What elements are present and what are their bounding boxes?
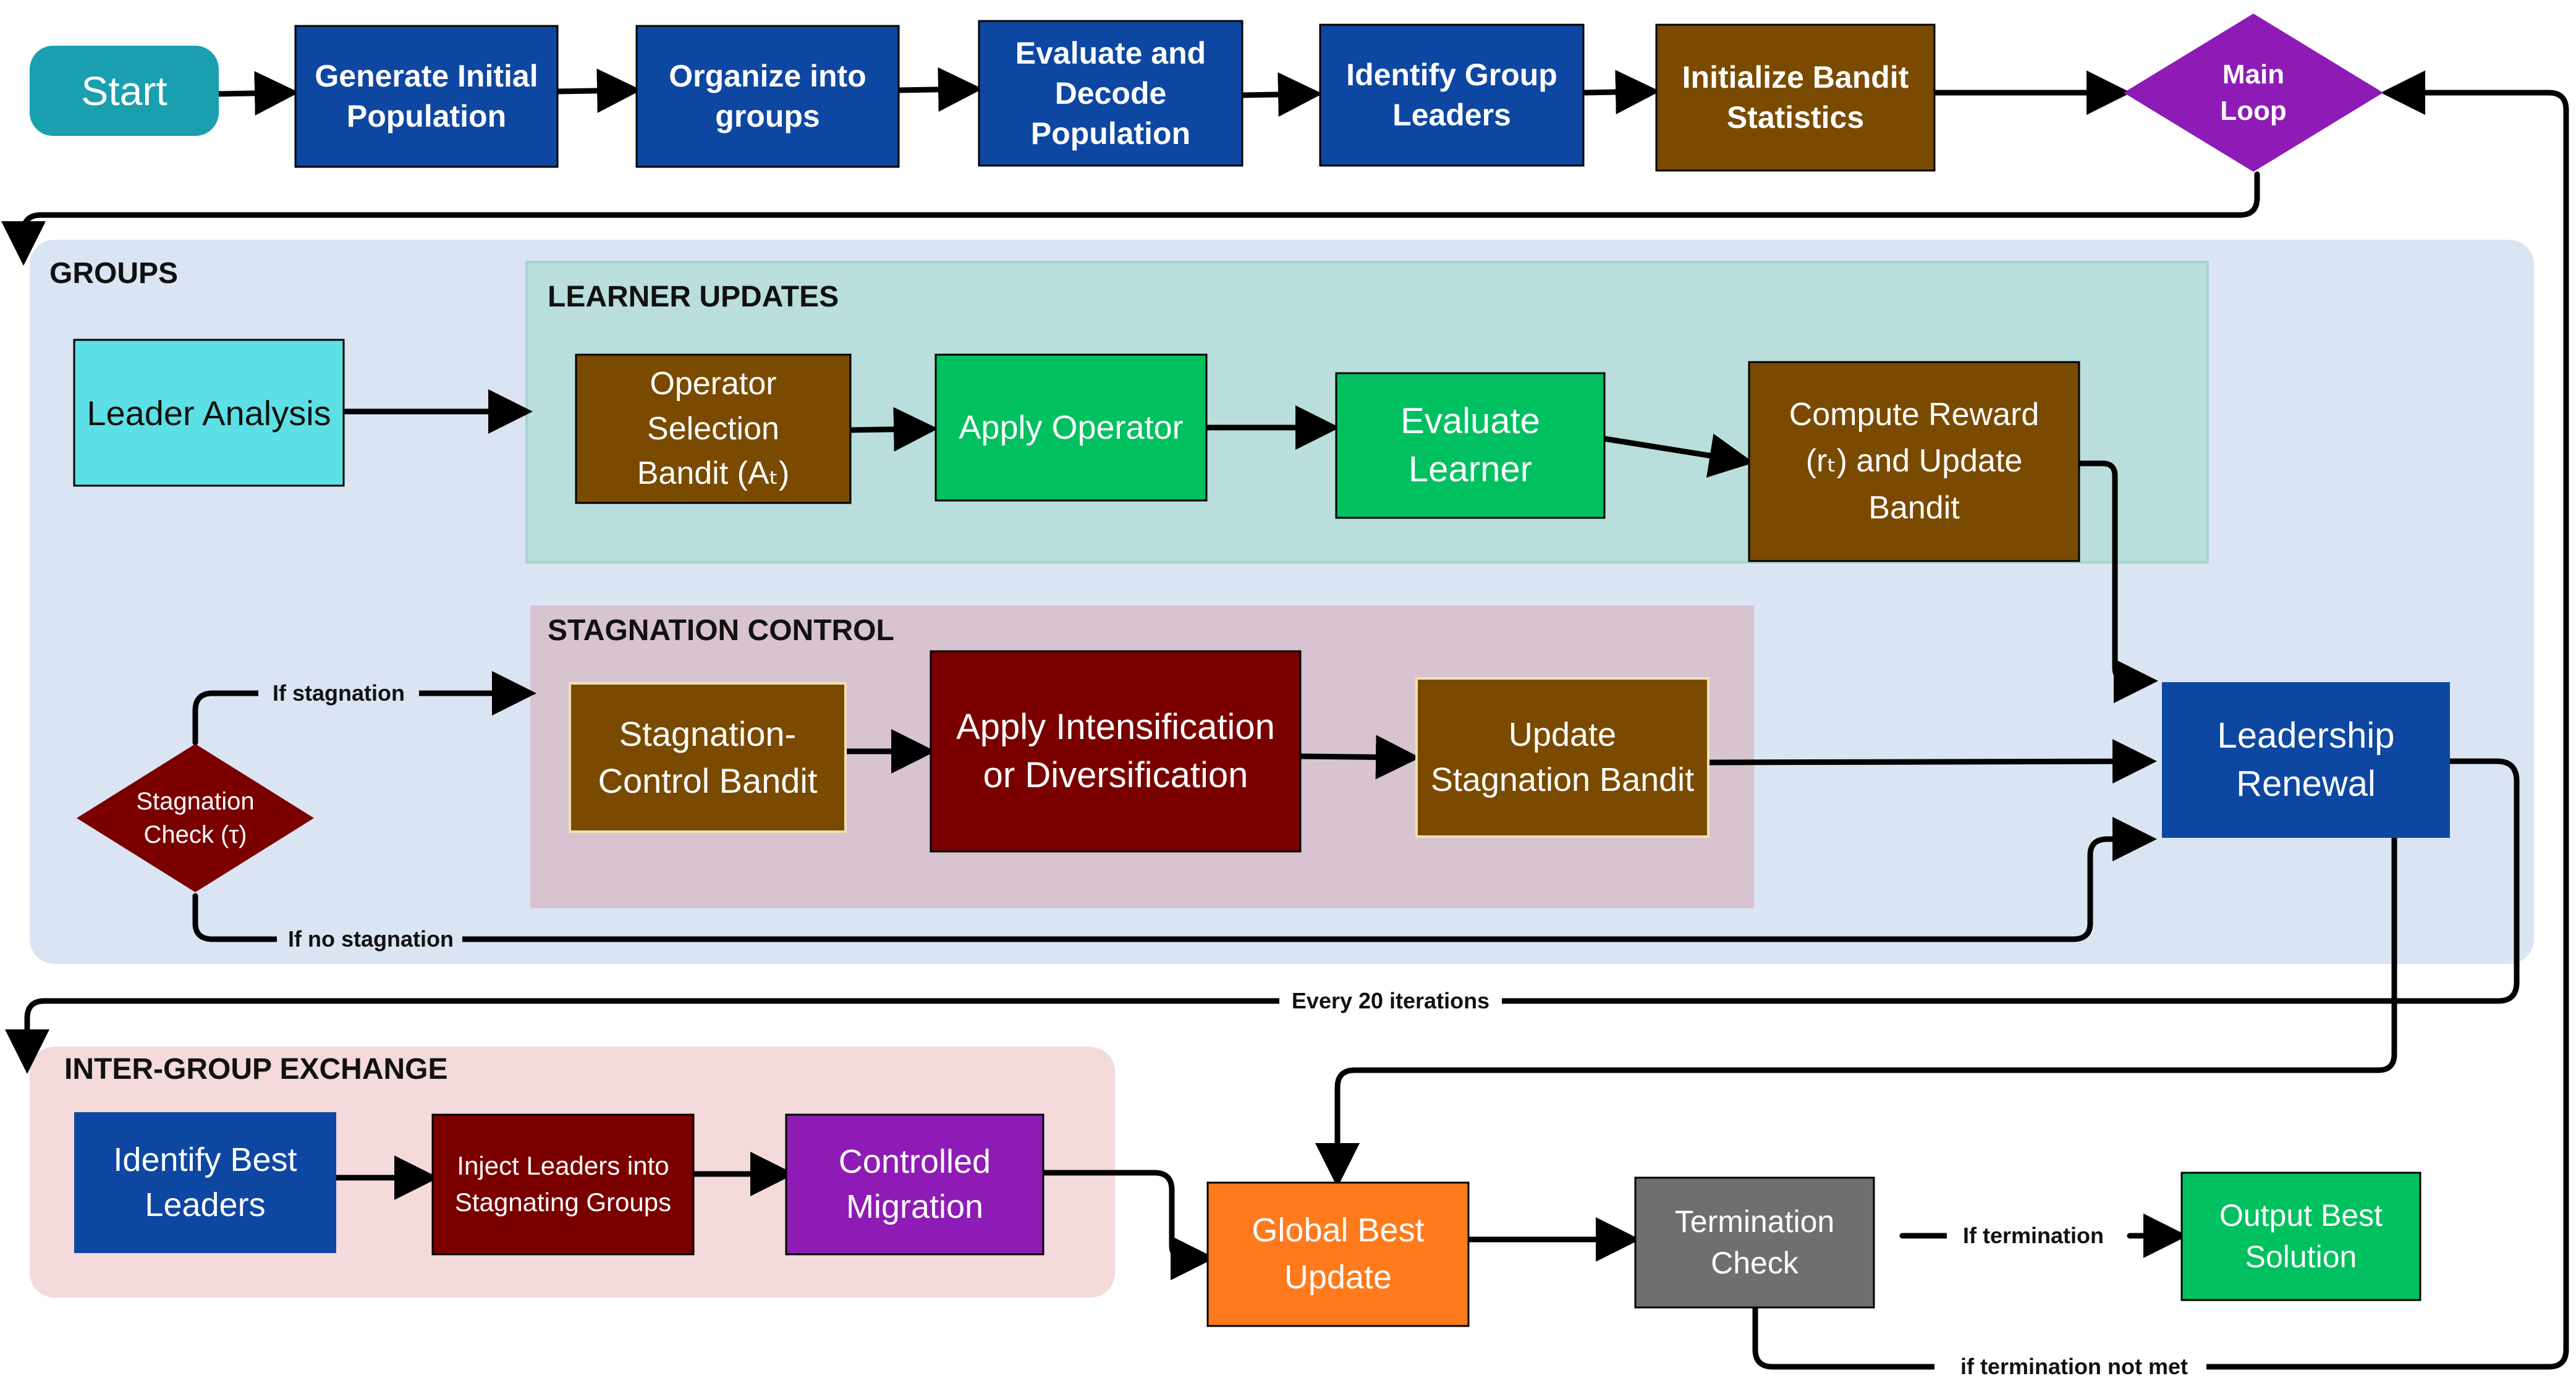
leadership-renewal-node	[2162, 682, 2450, 838]
edge-operator-apply	[847, 407, 938, 452]
output-best-label: Output Best Solution	[2219, 1197, 2383, 1275]
update-stagnation-node	[1415, 677, 1710, 838]
apply-intensification-label: Apply Intensification or Diversification	[956, 706, 1275, 795]
main-loop-node	[2124, 14, 2383, 172]
evaluate-learner-node	[1335, 372, 1606, 519]
generate-label: Generate Initial Population	[315, 59, 538, 133]
label-if-termination-not-met: if termination not met	[1960, 1354, 2188, 1379]
termination-check-node	[1634, 1176, 1875, 1309]
organize-label: Organize into groups	[669, 59, 866, 133]
edge-generate-organize	[554, 68, 642, 113]
stagnation-bandit-node	[569, 682, 847, 833]
edge-if-stagnation	[192, 671, 536, 746]
evaluate-decode-label: Evaluate and Decode Population	[1015, 35, 1206, 151]
start-node	[30, 46, 219, 136]
organize-node	[635, 25, 900, 168]
operator-bandit-node	[575, 353, 852, 504]
inject-leaders-label: Inject Leaders into Stagnating Groups	[454, 1151, 672, 1217]
edge-if-no-stagnation	[192, 817, 2157, 942]
edge-migration-globalbest	[1040, 1170, 1215, 1280]
label-if-termination: If termination	[1963, 1223, 2104, 1248]
apply-intensification-node	[930, 650, 1302, 853]
global-best-label: Global Best Update	[1252, 1212, 1425, 1296]
leader-analysis-node	[73, 339, 345, 487]
edge-start-generate	[216, 70, 299, 116]
label-if-stagnation: If stagnation	[273, 680, 405, 706]
init-bandit-node	[1655, 23, 1936, 172]
apply-operator-label: Apply Operator	[959, 409, 1184, 446]
identify-leaders-node	[1319, 23, 1585, 167]
identify-leaders-label: Identify Group Leaders	[1346, 57, 1557, 132]
label-if-no-stagnation: If no stagnation	[288, 926, 454, 952]
termination-check-label: Termination Check	[1674, 1204, 1835, 1281]
edge-renewal-globalbest	[1315, 835, 2397, 1188]
learner-updates-title: LEARNER UPDATES	[548, 281, 839, 313]
edge-not-met-loop	[1752, 70, 2569, 1370]
edge-mainloop-groups	[1, 171, 2260, 266]
generate-node	[294, 25, 559, 168]
stagnation-check-node	[77, 744, 314, 892]
edge-identify-init	[1580, 70, 1660, 115]
leadership-renewal-label: Leadership Renewal	[2217, 715, 2395, 804]
global-best-node	[1206, 1181, 1470, 1327]
stagnation-bandit-label: Stagnation-Control Bandit	[598, 714, 818, 800]
identify-best-label: Identify Best Leaders	[113, 1141, 297, 1223]
edge-every-20	[5, 758, 2520, 1074]
evaluate-decode-node	[978, 20, 1244, 167]
init-bandit-label: Initialize Bandit Statistics	[1682, 60, 1909, 135]
start-label: Start	[81, 68, 167, 114]
apply-operator-node	[934, 353, 1208, 502]
controlled-migration-label: Controlled Migration	[838, 1143, 991, 1225]
compute-reward-label: Compute Reward (rₜ) and Update Bandit	[1789, 396, 2040, 526]
identify-best-node	[74, 1112, 336, 1253]
edge-compute-renewal	[2076, 460, 2158, 703]
edge-evaluate-identify	[1239, 72, 1323, 117]
main-loop-label: Main Loop	[2220, 59, 2287, 126]
groups-section-title: GROUPS	[49, 257, 178, 290]
label-every-20-iterations: Every 20 iterations	[1292, 988, 1489, 1013]
stagnation-check-label: Stagnation Check (τ)	[136, 788, 255, 848]
edge-update-renewal	[1705, 739, 2157, 784]
stagnation-control-title: STAGNATION CONTROL	[548, 614, 894, 647]
edge-apply-update	[1297, 735, 1420, 780]
output-best-node	[2180, 1172, 2421, 1301]
update-stagnation-label: Update Stagnation Bandit	[1430, 716, 1695, 798]
edge-organize-evaluate	[896, 67, 983, 112]
evaluate-learner-label: Evaluate Learner	[1400, 400, 1540, 489]
edge-evaluate-compute	[1601, 433, 1754, 478]
inter-group-exchange-title: INTER-GROUP EXCHANGE	[64, 1053, 448, 1086]
inject-leaders-node	[431, 1113, 695, 1256]
leader-analysis-label: Leader Analysis	[87, 393, 331, 433]
compute-reward-node	[1748, 361, 2080, 562]
controlled-migration-node	[785, 1113, 1044, 1256]
operator-bandit-label: Operator Selection Bandit (Aₜ)	[637, 365, 790, 492]
